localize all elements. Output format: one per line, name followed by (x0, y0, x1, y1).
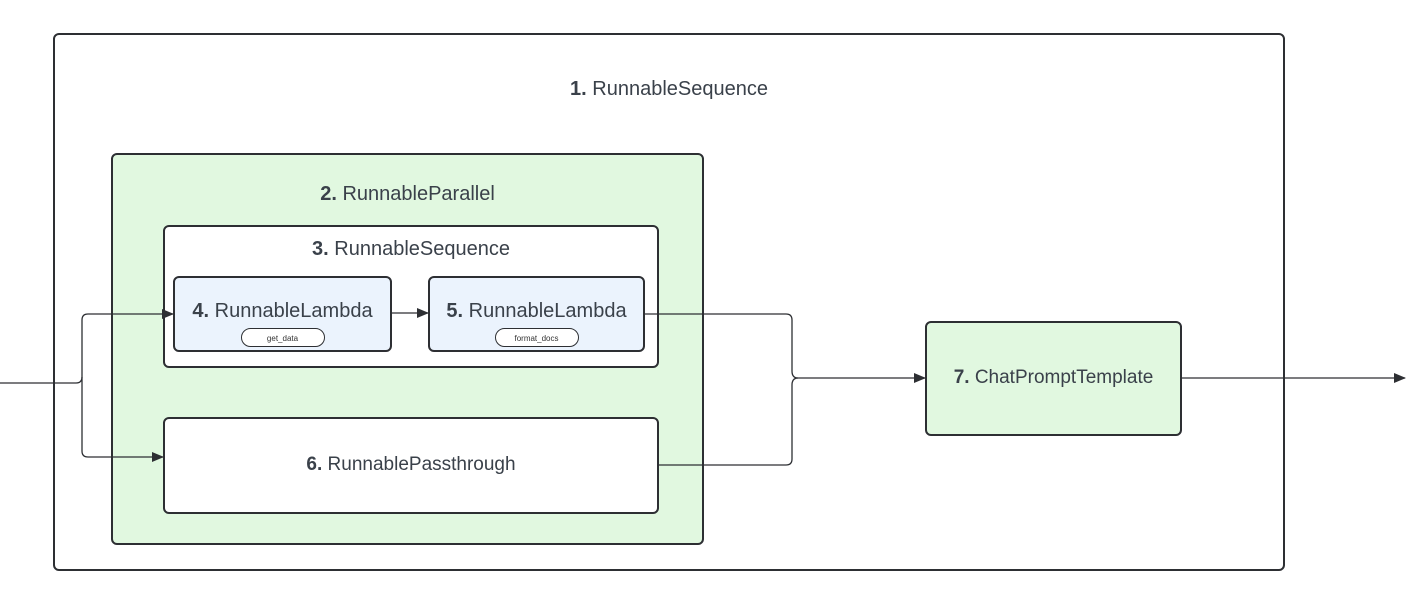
node-number: 6. (306, 454, 323, 475)
runnable-sequence-inner-label: 3. RunnableSequence (165, 238, 657, 261)
runnable-lambda-format-docs-node: 5. RunnableLambda format_docs (428, 276, 645, 352)
chat-prompt-template-label: 7. ChatPromptTemplate (927, 367, 1180, 389)
node-number: 3. (312, 238, 329, 260)
node-number: 1. (570, 78, 587, 100)
runnable-passthrough-node: 6. RunnablePassthrough (163, 417, 659, 514)
function-tag-format-docs: format_docs (494, 328, 579, 347)
node-name: ChatPromptTemplate (974, 367, 1154, 388)
runnable-lambda-get-data-node: 4. RunnableLambda get_data (173, 276, 392, 352)
runnable-parallel-label: 2. RunnableParallel (113, 183, 702, 206)
node-number: 7. (953, 367, 970, 388)
runnable-sequence-outer-label: 1. RunnableSequence (55, 78, 1283, 101)
function-tag-get-data: get_data (240, 328, 325, 347)
node-name: RunnableSequence (334, 238, 510, 260)
node-name: RunnableLambda (214, 300, 373, 322)
node-name: RunnableLambda (468, 300, 627, 322)
node-name: RunnableSequence (592, 78, 768, 100)
runnable-passthrough-label: 6. RunnablePassthrough (165, 454, 657, 476)
node-number: 2. (320, 183, 337, 205)
node-name: RunnablePassthrough (327, 454, 516, 475)
node-name: RunnableParallel (342, 183, 495, 205)
runnable-lambda-label: 5. RunnableLambda (430, 300, 643, 323)
node-number: 5. (446, 300, 464, 322)
runnable-lambda-label: 4. RunnableLambda (175, 300, 390, 323)
node-number: 4. (192, 300, 210, 322)
chat-prompt-template-node: 7. ChatPromptTemplate (925, 321, 1182, 436)
